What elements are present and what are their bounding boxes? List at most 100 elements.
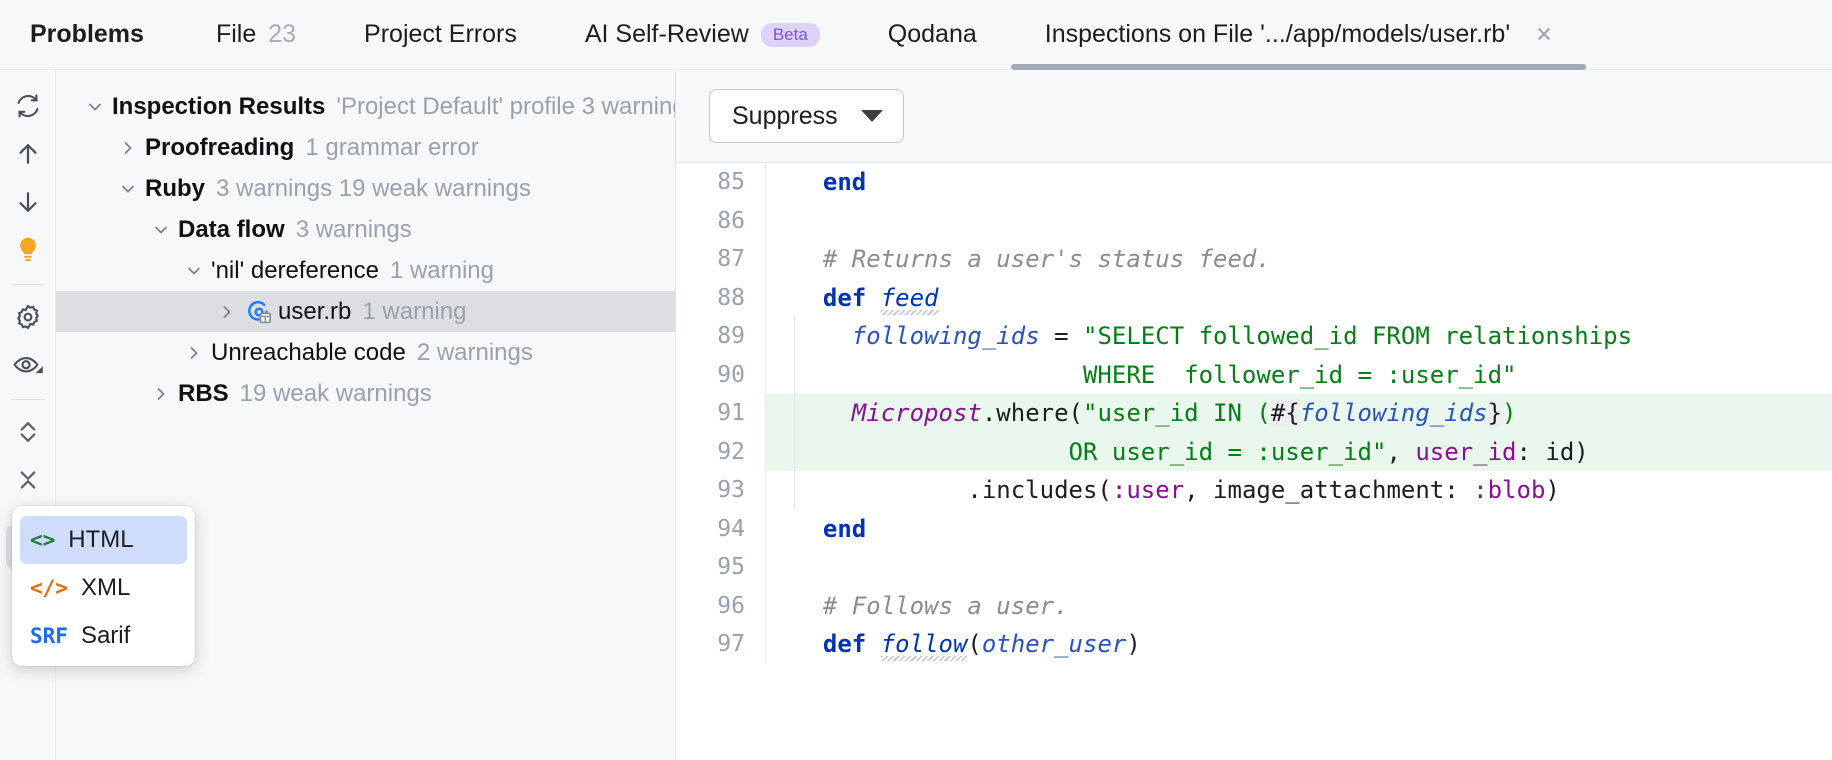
tree-row-label: Ruby [145, 174, 205, 202]
chevron-down-icon[interactable] [177, 261, 211, 281]
tree-row-label: user.rb [278, 297, 352, 325]
menu-item-html[interactable]: <> HTML [20, 516, 187, 564]
editor-toolbar: Suppress [676, 70, 1832, 162]
code-token: : [1444, 476, 1474, 505]
code-text[interactable]: def feed [766, 283, 939, 315]
tree-row[interactable]: Inspection Results'Project Default' prof… [56, 86, 675, 127]
separator-1 [10, 284, 45, 285]
code-line: 89 following_ids = "SELECT followed_id F… [676, 317, 1832, 356]
code-line: 95 [676, 548, 1832, 587]
code-text[interactable]: following_ids = "SELECT followed_id FROM… [766, 322, 1632, 350]
tree-row-description: 'Project Default' profile 3 warning [336, 92, 676, 120]
separator-2 [10, 399, 45, 400]
menu-item-sarif[interactable]: SRF Sarif [20, 612, 187, 660]
line-number: 89 [676, 317, 766, 356]
code-line: 92 OR user_id = :user_id", user_id: id) [676, 432, 1832, 471]
rerun-inspections-icon[interactable] [6, 84, 50, 128]
code-token: ) [1126, 630, 1141, 659]
line-number: 92 [676, 432, 766, 471]
code-token: end [822, 168, 867, 197]
menu-item-xml[interactable]: </> XML [20, 564, 187, 612]
tab-project-errors[interactable]: Project Errors [330, 0, 551, 70]
code-text[interactable]: Micropost.where("user_id IN (#{following… [766, 399, 1517, 428]
code-text[interactable]: .includes(:user, image_attachment: :blob… [766, 476, 1560, 505]
expand-all-icon[interactable] [6, 410, 50, 454]
code-text[interactable]: end [766, 515, 866, 543]
chevron-down-icon[interactable] [860, 110, 883, 122]
code-token: end [822, 514, 867, 543]
line-number: 85 [676, 163, 766, 202]
chevron-right-icon[interactable] [210, 302, 244, 322]
tree-row-description: 19 weak warnings [239, 379, 432, 407]
chevron-right-icon[interactable] [111, 138, 145, 158]
chevron-right-icon[interactable] [177, 343, 211, 363]
tab-ai-self-review[interactable]: AI Self-Review Beta [551, 0, 854, 70]
line-number: 87 [676, 240, 766, 279]
tree-row-description: 3 warnings 19 weak warnings [216, 174, 531, 202]
code-token [794, 592, 823, 620]
close-icon[interactable]: × [1536, 19, 1552, 49]
code-line: 91 Micropost.where("user_id IN (#{follow… [676, 394, 1832, 433]
code-token: :blob [1473, 476, 1546, 505]
code-token: "SELECT followed_id FROM relationships [1083, 322, 1633, 351]
tab-problems[interactable]: Problems [0, 0, 182, 70]
code-token [794, 322, 852, 350]
code-token: ) [1545, 476, 1560, 505]
code-token: .where( [981, 399, 1083, 428]
view-options-eye-icon[interactable] [6, 343, 50, 387]
menu-item-xml-label: XML [80, 574, 131, 601]
line-number: 90 [676, 355, 766, 394]
tree-row[interactable]: Ruby 3 warnings 19 weak warnings [56, 168, 675, 209]
tree-row-description: 2 warnings [416, 338, 533, 366]
html-code-icon: <> [30, 528, 56, 552]
collapse-all-icon[interactable] [6, 458, 50, 502]
code-token [794, 630, 823, 658]
next-problem-icon[interactable] [6, 180, 50, 224]
export-format-menu: <> HTML </> XML SRF Sarif [12, 506, 195, 666]
code-token [794, 399, 852, 427]
indent-guide [794, 355, 795, 394]
chevron-right-icon[interactable] [144, 384, 178, 404]
previous-problem-icon[interactable] [6, 132, 50, 176]
problems-tab-bar: Problems File 23 Project Errors AI Self-… [0, 0, 1832, 70]
chevron-down-icon[interactable] [144, 220, 178, 240]
code-text[interactable]: WHERE follower_id = :user_id" [766, 361, 1516, 389]
tab-file-label: File [215, 20, 257, 48]
indent-guide [794, 394, 795, 433]
code-token [794, 438, 1069, 466]
code-line: 97 def follow(other_user) [676, 625, 1832, 664]
code-text[interactable]: end [766, 168, 866, 196]
suppress-button-label: Suppress [732, 101, 838, 130]
code-text[interactable]: # Follows a user. [766, 592, 1069, 620]
tab-file-count: 23 [268, 20, 297, 48]
beta-badge: Beta [760, 22, 820, 47]
code-token [794, 168, 823, 196]
tab-qodana[interactable]: Qodana [854, 0, 1011, 70]
code-text[interactable]: # Returns a user's status feed. [766, 245, 1271, 273]
chevron-down-icon[interactable] [78, 97, 112, 117]
settings-gear-icon[interactable] [6, 295, 50, 339]
suppress-button[interactable]: Suppress [709, 89, 904, 143]
quick-fix-bulb-icon[interactable] [6, 228, 50, 272]
menu-item-sarif-label: Sarif [80, 622, 131, 649]
code-text[interactable]: def follow(other_user) [766, 630, 1141, 662]
code-text[interactable]: OR user_id = :user_id", user_id: id) [766, 438, 1589, 466]
chevron-down-icon[interactable] [111, 179, 145, 199]
code-token: OR user_id = :user_id" [1068, 437, 1387, 466]
code-token: following_ids [851, 322, 1040, 351]
tree-row[interactable]: user.rb 1 warning [56, 291, 675, 332]
code-token: # Follows a user. [822, 591, 1069, 620]
tab-inspections-on-file[interactable]: Inspections on File '.../app/models/user… [1010, 0, 1586, 70]
code-token: def [822, 283, 881, 312]
line-number: 88 [676, 278, 766, 317]
code-token: , [1184, 476, 1214, 505]
tab-file[interactable]: File 23 [182, 0, 330, 70]
code-line: 88 def feed [676, 278, 1832, 317]
tree-row-description: 1 warning [362, 297, 467, 325]
